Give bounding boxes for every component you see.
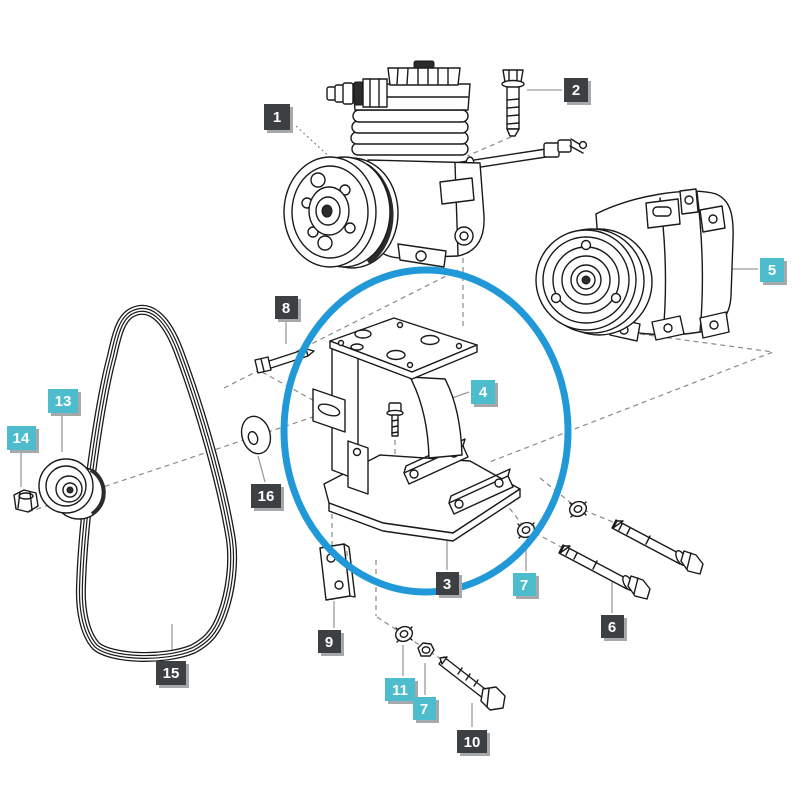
callout-7-bottom[interactable]: 7 (413, 697, 439, 723)
callout-8[interactable]: 8 (275, 296, 301, 322)
svg-text:4: 4 (479, 384, 488, 401)
svg-text:16: 16 (258, 488, 275, 505)
callout-7-right[interactable]: 7 (513, 573, 539, 599)
svg-text:2: 2 (572, 82, 580, 99)
part-14-nut-drawing (14, 490, 38, 512)
part-3-4-bracket-drawing (313, 318, 520, 541)
callout-14[interactable]: 14 (7, 426, 39, 453)
callout-16[interactable]: 16 (251, 484, 284, 511)
part-1-air-compressor-drawing (284, 61, 586, 268)
part-7-lock-washer-upper-drawing (567, 499, 588, 519)
callout-4[interactable]: 4 (471, 380, 498, 407)
svg-text:7: 7 (420, 701, 428, 718)
part-6-bolts-drawing (559, 520, 703, 599)
svg-text:14: 14 (13, 430, 30, 447)
part-5-ac-compressor-drawing (536, 189, 733, 341)
part-2-bolt-drawing (502, 70, 524, 136)
svg-text:8: 8 (282, 300, 290, 317)
svg-text:13: 13 (55, 393, 72, 410)
svg-text:15: 15 (163, 665, 180, 682)
highlight-circle (284, 270, 568, 592)
part-11-washer-drawing (393, 624, 414, 644)
callout-10[interactable]: 10 (457, 730, 490, 756)
callout-15[interactable]: 15 (156, 661, 189, 688)
svg-text:5: 5 (768, 262, 776, 279)
svg-text:10: 10 (464, 734, 481, 751)
callout-2[interactable]: 2 (564, 78, 591, 105)
svg-text:11: 11 (392, 682, 408, 699)
svg-text:9: 9 (325, 634, 333, 651)
svg-text:3: 3 (443, 576, 451, 593)
part-7-lock-washer-bottom-drawing (418, 643, 434, 656)
callout-6[interactable]: 6 (601, 615, 627, 641)
callout-3[interactable]: 3 (436, 572, 462, 598)
svg-text:6: 6 (608, 619, 616, 636)
callout-11[interactable]: 11 (385, 678, 418, 704)
part-15-belt-drawing (81, 310, 232, 657)
callout-labels: 1 2 5 8 4 3 16 (7, 78, 787, 756)
callout-5[interactable]: 5 (760, 258, 787, 285)
callout-1[interactable]: 1 (264, 104, 293, 133)
svg-text:1: 1 (273, 109, 281, 126)
callout-13[interactable]: 13 (48, 389, 81, 416)
part-10-bolt-drawing (439, 657, 505, 710)
callout-9[interactable]: 9 (318, 630, 344, 656)
part-16-washer-drawing (237, 413, 274, 457)
svg-text:7: 7 (520, 577, 528, 594)
part-13-tensioner-pulley-drawing (39, 459, 105, 519)
